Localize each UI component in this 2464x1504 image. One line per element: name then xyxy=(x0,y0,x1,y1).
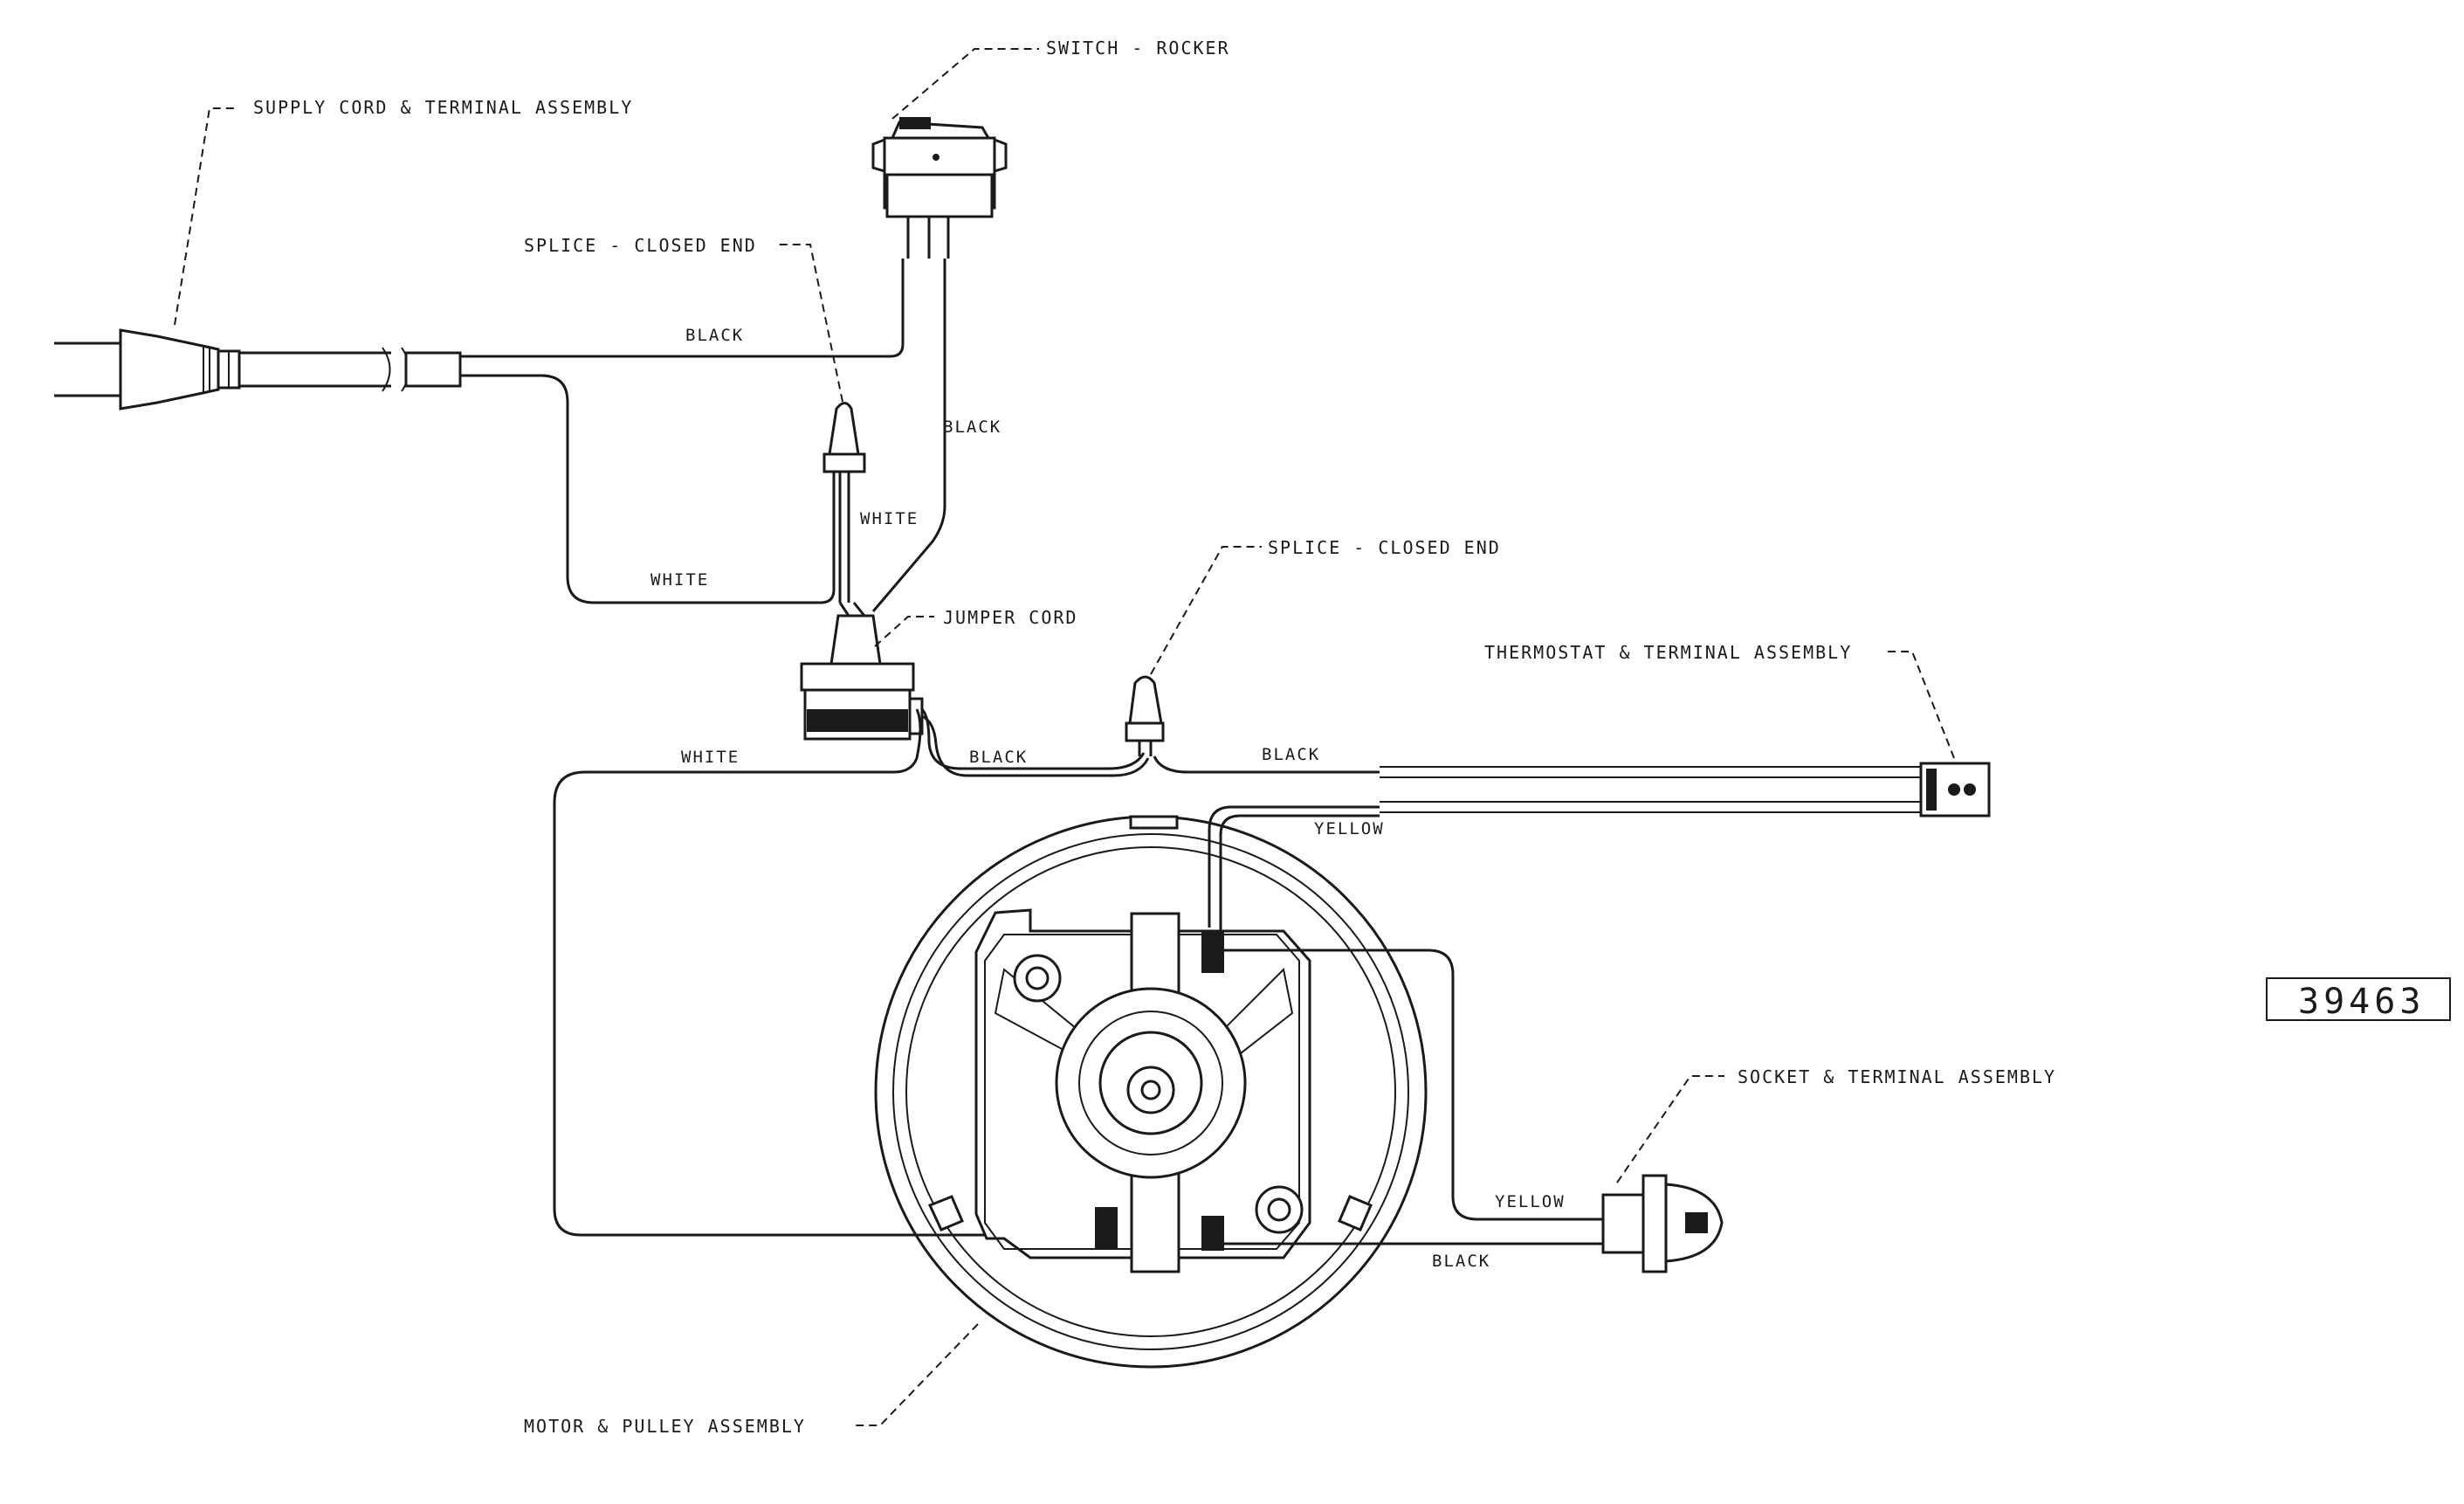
leader-splice-1 xyxy=(777,244,843,403)
wire-yellow-thermostat xyxy=(1208,805,1380,928)
wire-label-yellow-socket: YELLOW xyxy=(1495,1192,1566,1211)
label-socket: SOCKET & TERMINAL ASSEMBLY xyxy=(1738,1066,2056,1087)
wire-label-white-supply: WHITE xyxy=(650,570,709,590)
stamp-number: 39463 xyxy=(2298,982,2425,1022)
jumper-cord-block xyxy=(800,602,924,741)
label-supply-cord: SUPPLY CORD & TERMINAL ASSEMBLY xyxy=(253,97,633,118)
wire-label-yellow-thermostat: YELLOW xyxy=(1314,819,1385,838)
label-splice-1: SPLICE - CLOSED END xyxy=(524,235,757,256)
leader-splice-2 xyxy=(1150,546,1262,675)
label-switch: SWITCH - ROCKER xyxy=(1046,38,1230,59)
leader-socket xyxy=(1616,1075,1724,1183)
socket-terminal-assembly xyxy=(1601,1174,1724,1273)
wire-label-black-thermostat: BLACK xyxy=(1262,745,1320,764)
label-splice-2: SPLICE - CLOSED END xyxy=(1268,537,1501,558)
supply-plug xyxy=(54,328,462,410)
leader-supply-cord xyxy=(174,107,236,326)
splice-closed-end-2 xyxy=(1125,675,1165,756)
leader-thermostat xyxy=(1886,651,1955,759)
splice-closed-end-1 xyxy=(822,402,866,603)
wire-black-supply xyxy=(460,259,905,358)
wire-black-switch xyxy=(871,259,946,612)
leader-switch xyxy=(891,48,1039,120)
wire-label-black-supply: BLACK xyxy=(685,326,744,345)
wire-label-black-switch: BLACK xyxy=(943,417,1001,437)
wire-label-white-switch: WHITE xyxy=(860,509,919,528)
motor-pulley-assembly xyxy=(874,815,1428,1369)
leader-motor xyxy=(851,1323,979,1426)
wire-black-jumper xyxy=(920,707,1146,770)
thermostat-terminal xyxy=(1919,762,1991,818)
wire-black-thermostat xyxy=(1153,755,1380,774)
wire-label-white-motor: WHITE xyxy=(681,748,740,767)
leader-jumper xyxy=(874,616,934,647)
wire-label-black-jumper: BLACK xyxy=(969,748,1028,767)
stamp-box xyxy=(2266,977,2451,1021)
wire-label-black-socket: BLACK xyxy=(1432,1252,1490,1271)
wire-supply-white xyxy=(460,374,836,604)
label-thermostat: THERMOSTAT & TERMINAL ASSEMBLY xyxy=(1484,642,1852,663)
rocker-switch xyxy=(871,117,1008,259)
label-jumper-cord: JUMPER CORD xyxy=(943,607,1077,628)
wire-yellow-socket xyxy=(1224,949,1603,1221)
wire-white-motor xyxy=(553,708,1096,1237)
label-motor: MOTOR & PULLEY ASSEMBLY xyxy=(524,1416,806,1437)
